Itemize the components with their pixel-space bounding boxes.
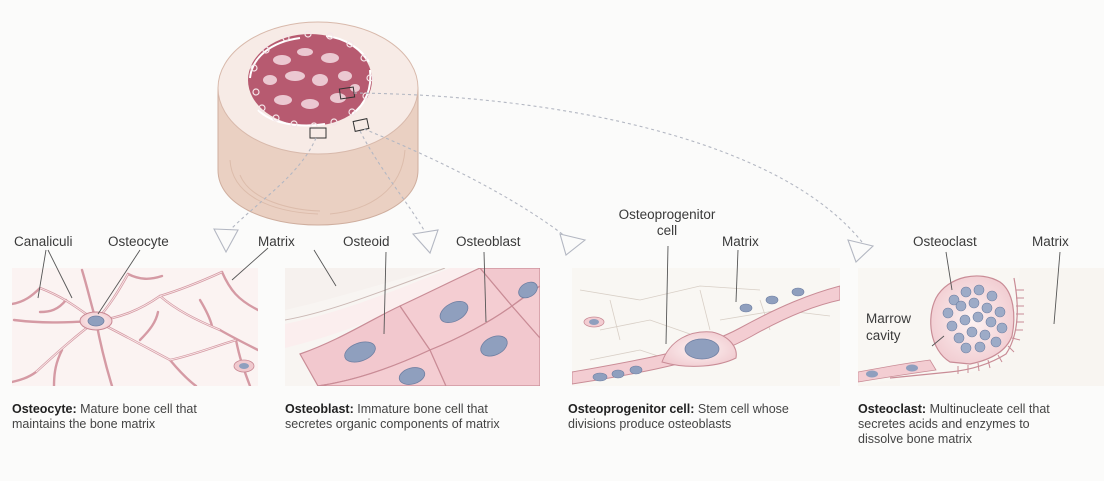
caption-osteoclast: Osteoclast: Multinucleate cell that secr… — [858, 402, 1063, 447]
label-marrow-line2: cavity — [866, 327, 911, 344]
caption-osteoblast: Osteoblast: Immature bone cell that secr… — [285, 402, 520, 432]
label-osteoclast: Osteoclast — [913, 234, 977, 250]
label-osteoprogenitor-line2: cell — [604, 223, 730, 239]
label-matrix-1: Matrix — [258, 234, 295, 250]
osteocyte-panel — [12, 268, 258, 386]
caption-term: Osteoprogenitor cell: — [568, 402, 694, 416]
label-canaliculi: Canaliculi — [14, 234, 73, 250]
caption-term: Osteoclast: — [858, 402, 926, 416]
label-marrow-line1: Marrow — [866, 310, 911, 327]
caption-osteoprogenitor: Osteoprogenitor cell: Stem cell whose di… — [568, 402, 808, 432]
arrow-heads — [214, 229, 873, 262]
label-osteoprogenitor-cell: Osteoprogenitor cell — [604, 207, 730, 239]
label-matrix-4: Matrix — [1032, 234, 1069, 250]
osteoblast-panel — [285, 268, 540, 387]
label-matrix-3: Matrix — [722, 234, 759, 250]
label-marrow-cavity: Marrow cavity — [866, 310, 911, 344]
caption-term: Osteocyte: — [12, 402, 77, 416]
label-osteoblast: Osteoblast — [456, 234, 521, 250]
label-osteoid: Osteoid — [343, 234, 390, 250]
label-osteocyte: Osteocyte — [108, 234, 169, 250]
bone-cross-section — [218, 22, 418, 225]
caption-term: Osteoblast: — [285, 402, 354, 416]
osteoprogenitor-panel — [572, 268, 840, 386]
label-osteoprogenitor-line1: Osteoprogenitor — [604, 207, 730, 223]
caption-osteocyte: Osteocyte: Mature bone cell that maintai… — [12, 402, 232, 432]
